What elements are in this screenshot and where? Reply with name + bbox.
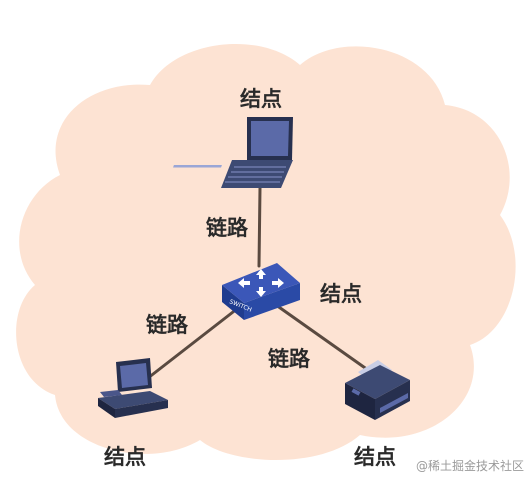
links [146,186,370,380]
link-top-line [257,186,262,268]
cloud-background [16,43,516,461]
desktop-computer-icon [98,358,168,418]
link-label-top: 链路 [206,216,248,240]
link-label-left: 链路 [146,313,188,337]
node-label-bottom-right: 结点 [354,445,396,469]
watermark: @稀土掘金技术社区 [415,459,524,473]
switch-icon: SWITCH [222,263,300,320]
link-right-line [274,303,370,372]
printer-icon [345,360,410,420]
laptop-icon [173,117,293,188]
link-label-right: 链路 [268,347,310,371]
node-label-right: 结点 [320,282,362,306]
node-label-bottom-left: 结点 [104,445,146,469]
node-label-top: 结点 [240,87,282,111]
link-left-line [146,303,244,380]
